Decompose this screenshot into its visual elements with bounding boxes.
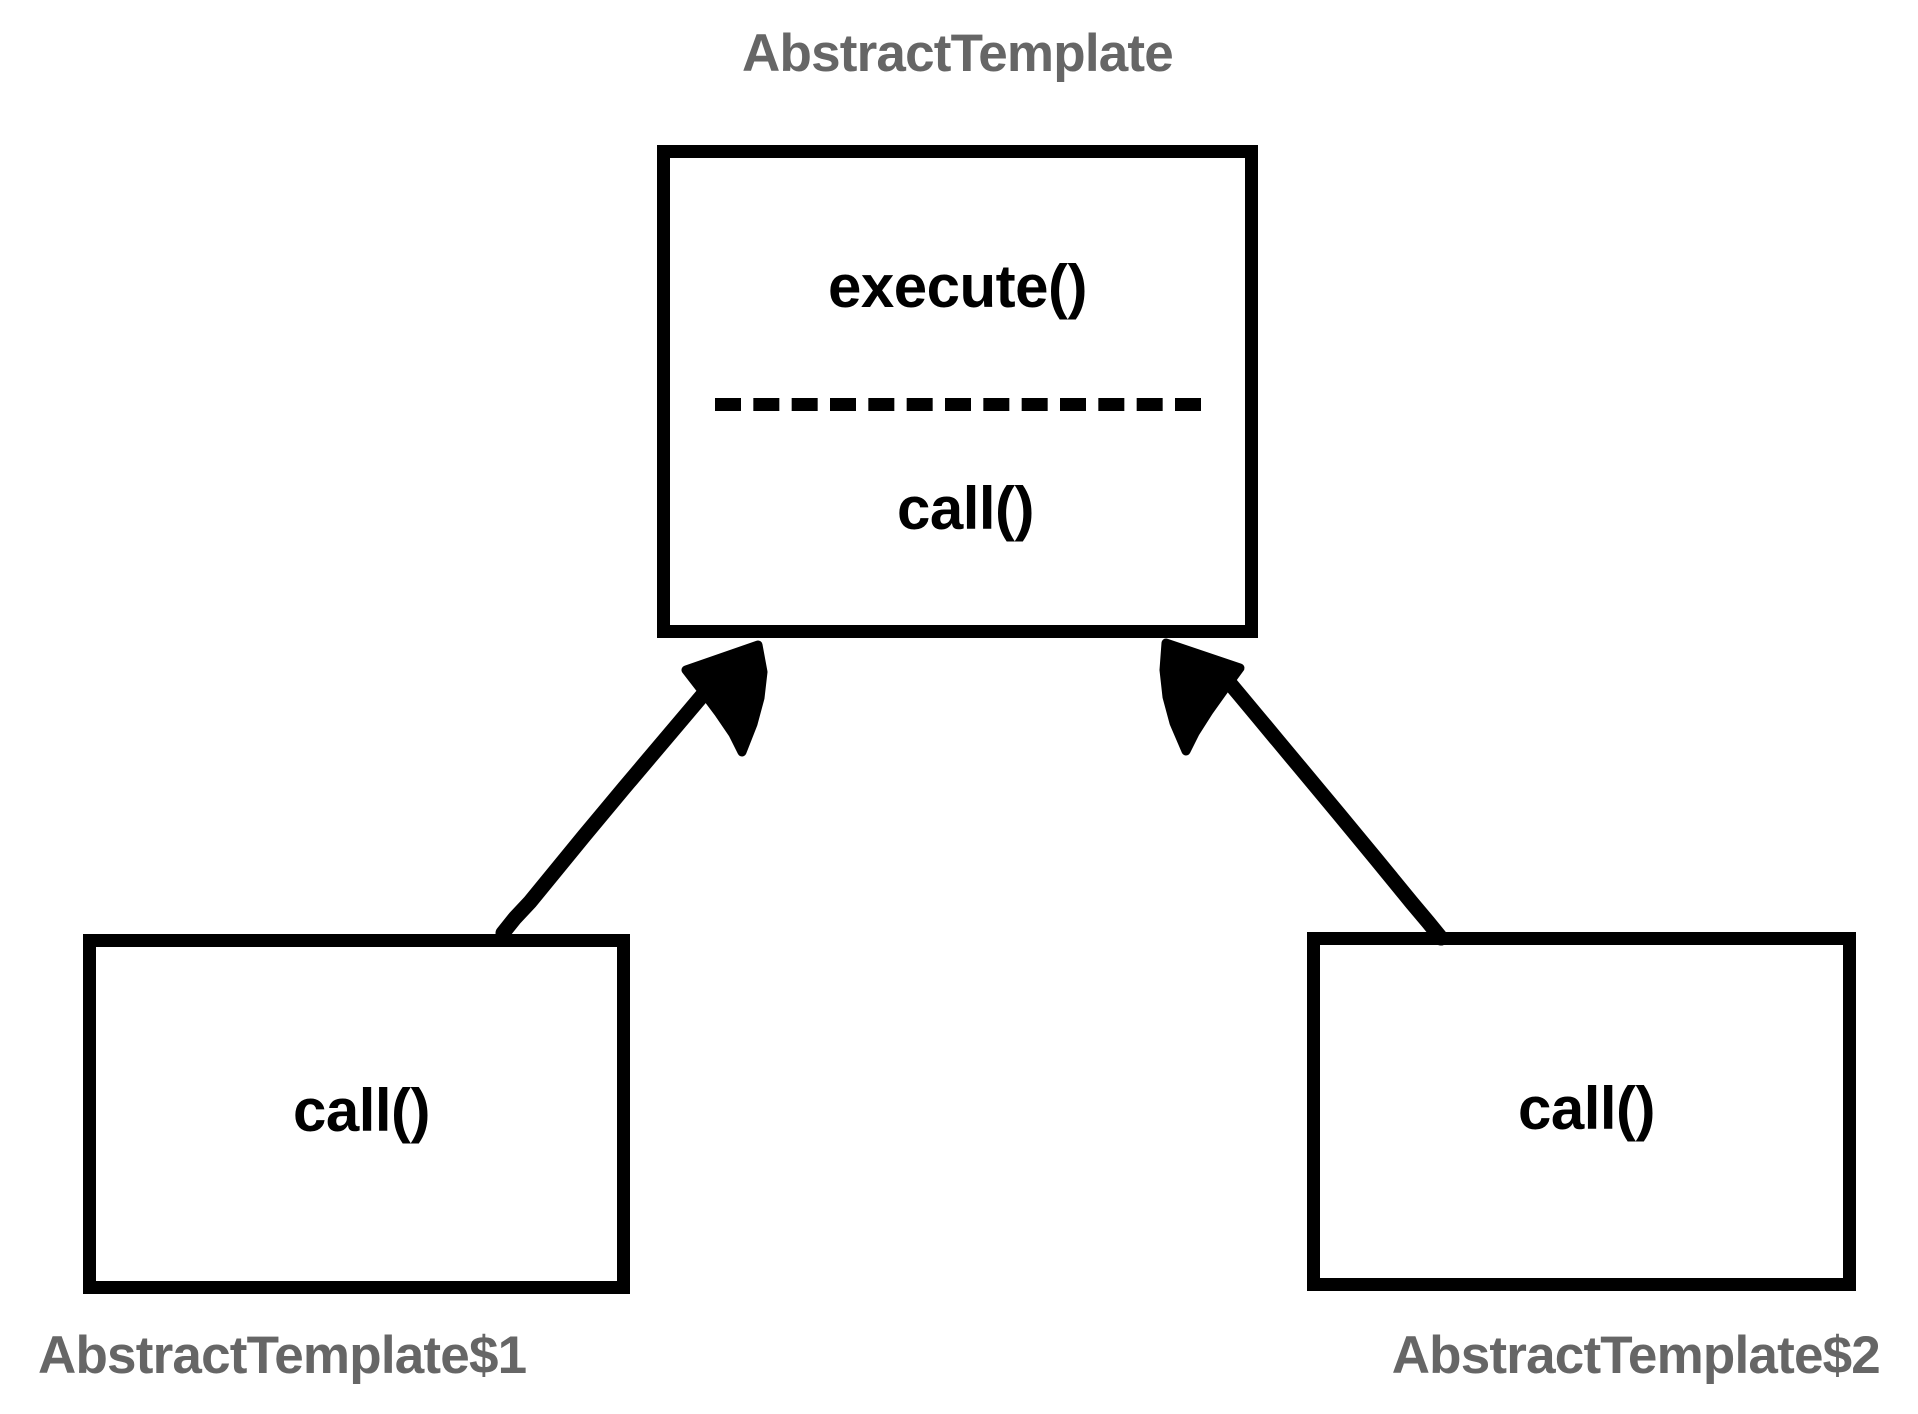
member-call: call() [292,1077,431,1144]
class-label-abstract-template-1: AbstractTemplate$1 [38,1326,527,1385]
member-execute: execute() [828,253,1087,320]
class-box-abstract-template[interactable]: execute() call() [657,145,1258,638]
inheritance-arrow-left[interactable] [495,640,768,941]
class-label-abstract-template-2: AbstractTemplate$2 [1391,1326,1881,1385]
class-box-abstract-template-2[interactable]: call() [1307,932,1856,1291]
class-member-separator [715,398,1201,411]
class-label-abstract-template: AbstractTemplate [742,24,1174,83]
class-box-abstract-template-1[interactable]: call() [83,934,630,1294]
member-call: call() [896,475,1035,542]
inheritance-arrow-right[interactable] [1159,638,1449,946]
member-call: call() [1517,1075,1656,1142]
